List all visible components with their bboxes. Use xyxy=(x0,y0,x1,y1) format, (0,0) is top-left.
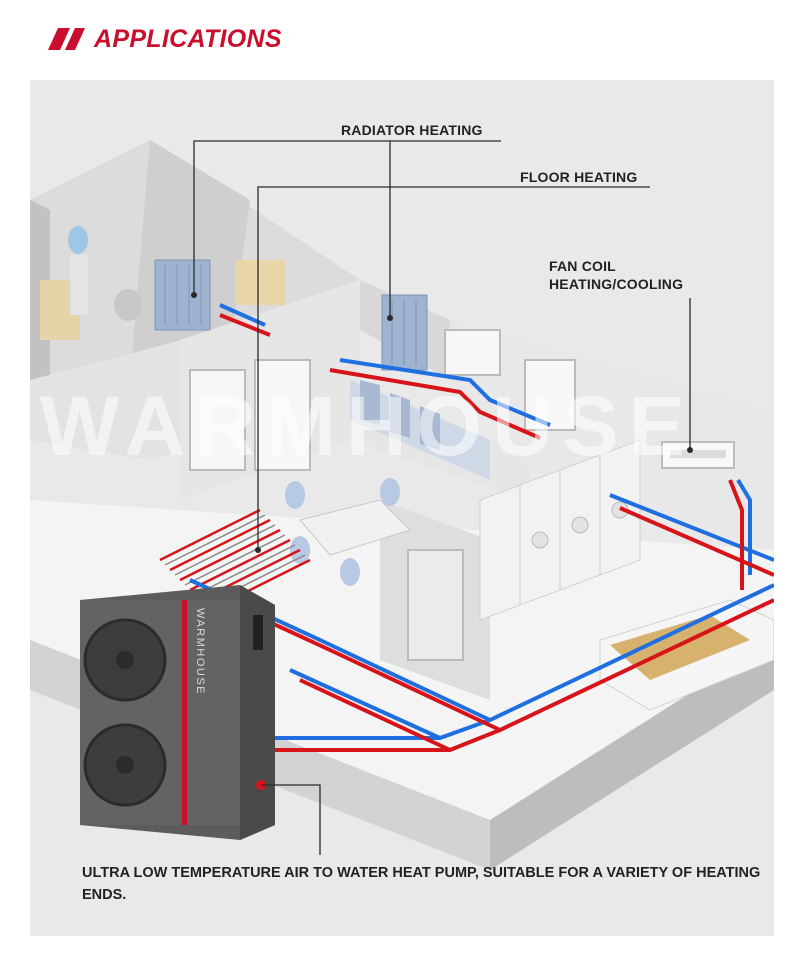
illustration-panel: WARMHOUSE WARMHOUSE RADIATOR HEATING FLO… xyxy=(30,80,774,936)
watermark: WARMHOUSE xyxy=(40,379,695,473)
section-header: APPLICATIONS xyxy=(48,22,282,56)
house-cutaway-illustration: WARMHOUSE WARMHOUSE xyxy=(30,140,774,870)
page-title: APPLICATIONS xyxy=(94,24,282,53)
double-slash-icon xyxy=(48,28,85,50)
heat-pump-brand: WARMHOUSE xyxy=(194,608,206,695)
radiator-heating-label: RADIATOR HEATING xyxy=(341,122,483,138)
product-caption: ULTRA LOW TEMPERATURE AIR TO WATER HEAT … xyxy=(82,865,761,903)
fan-coil-label: FAN COIL HEATING/COOLING xyxy=(549,257,683,293)
fan-coil-label-line1: FAN COIL xyxy=(549,258,616,274)
floor-heating-label: FLOOR HEATING xyxy=(520,169,638,185)
hot-water-pipe xyxy=(199,313,774,752)
heat-pump-unit xyxy=(80,585,275,840)
fan-coil-label-line2: HEATING/COOLING xyxy=(549,276,684,292)
callout-lines xyxy=(193,140,691,855)
